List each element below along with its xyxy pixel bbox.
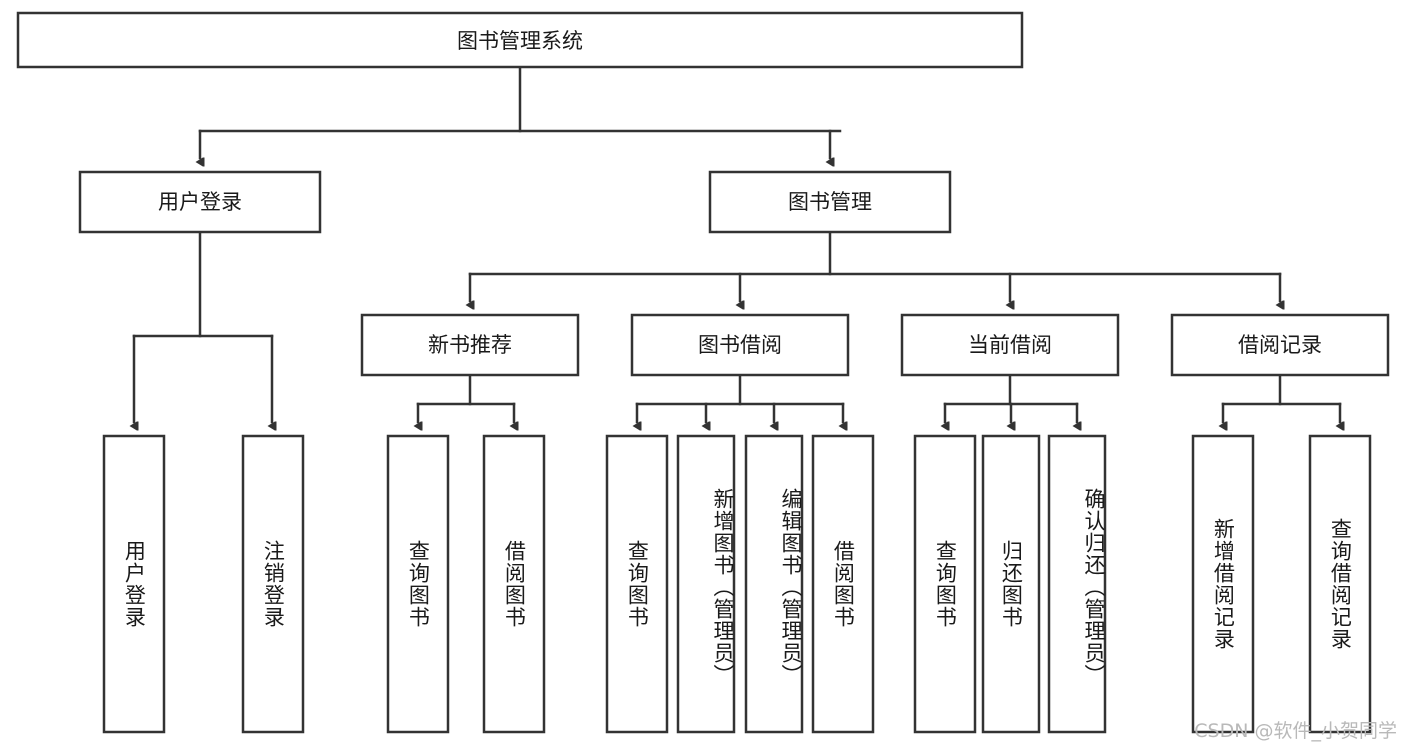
node-borrow-record[interactable]: 借阅记录: [1170, 313, 1390, 377]
leaf-rect-return-book: [981, 434, 1041, 734]
node-new-book-rec[interactable]: 新书推荐: [360, 313, 580, 377]
node-root-label: 图书管理系统: [457, 29, 583, 53]
leaf-rect-query-book-3: [913, 434, 977, 734]
connector-borrowrecord-to-leaves: [1223, 373, 1340, 422]
connector-bookborrow-to-leaves: [637, 373, 843, 422]
leaf-rect-borrow-book-2: [811, 434, 875, 734]
node-user-login-label: 用户登录: [158, 190, 242, 214]
leaf-rect-borrow-book-1: [482, 434, 546, 734]
node-borrow-record-label: 借阅记录: [1238, 333, 1322, 357]
connector-userlogin-to-leaves: [134, 230, 272, 422]
node-book-manage[interactable]: 图书管理: [708, 170, 952, 234]
leaf-rects: [102, 434, 1372, 734]
leaf-rect-query-book-2: [605, 434, 669, 734]
node-book-borrow-label: 图书借阅: [698, 333, 782, 357]
node-current-borrow-label: 当前借阅: [968, 333, 1052, 357]
leaf-rect-edit-book: [744, 434, 804, 734]
connector-bookmanage-to-level3: [470, 230, 1280, 301]
node-book-borrow[interactable]: 图书借阅: [630, 313, 850, 377]
leaf-rect-query-record: [1308, 434, 1372, 734]
node-current-borrow[interactable]: 当前借阅: [900, 313, 1120, 377]
connector-newbook-to-leaves: [418, 373, 514, 422]
node-book-manage-label: 图书管理: [788, 190, 872, 214]
leaf-rect-user-login: [102, 434, 166, 734]
node-root[interactable]: 图书管理系统: [16, 11, 1024, 69]
connector-currentborrow-to-leaves: [945, 373, 1077, 422]
leaf-rect-add-record: [1191, 434, 1255, 734]
connector-root-to-level2: [200, 65, 842, 158]
node-user-login[interactable]: 用户登录: [78, 170, 322, 234]
leaf-rect-add-book: [676, 434, 736, 734]
leaf-rect-confirm-return: [1047, 434, 1107, 734]
watermark-text: CSDN @软件_小贺同学: [1194, 720, 1397, 742]
node-new-book-rec-label: 新书推荐: [428, 333, 512, 357]
leaf-rect-user-logout: [241, 434, 305, 734]
leaf-rect-query-book-1: [386, 434, 450, 734]
